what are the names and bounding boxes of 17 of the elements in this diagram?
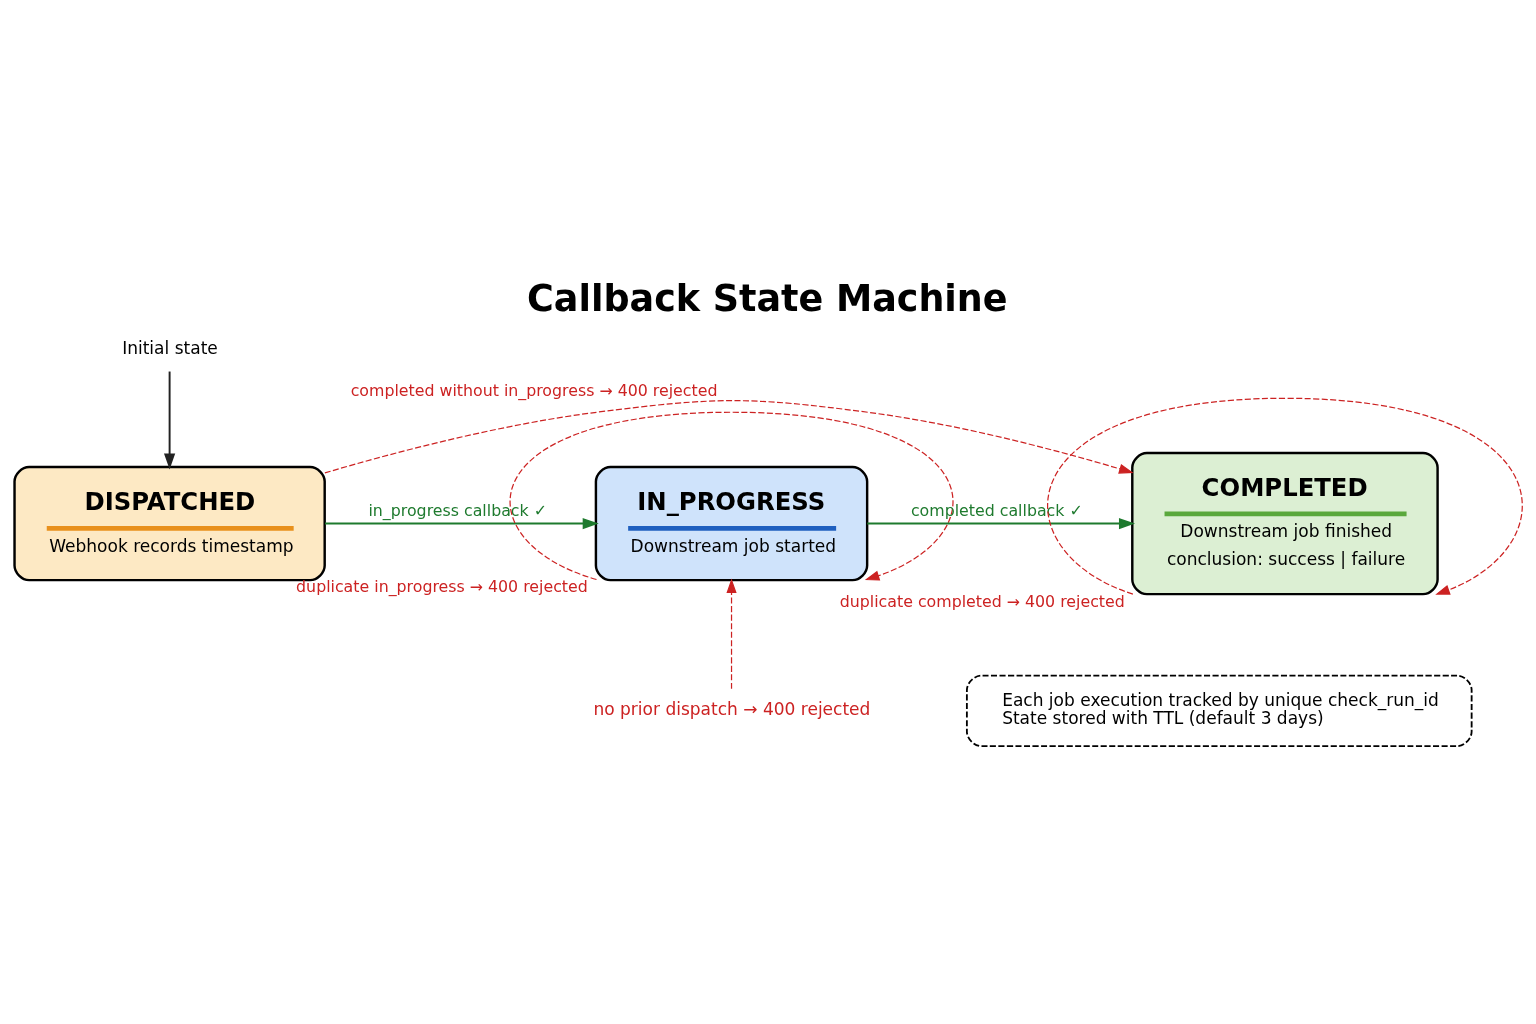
edge-label: completed callback ✓: [910, 500, 1083, 520]
node-box: COMPLETED Downstream job finished conclusion: success | failure: [1130, 451, 1439, 596]
edge-label: completed without in_progress → 400 rejected: [350, 381, 717, 401]
node-box: IN_PROGRESS Downstream job started: [594, 465, 868, 582]
diagram-title: Callback State Machine: [526, 276, 1008, 320]
edge-label: duplicate completed → 400 rejected: [839, 591, 1125, 611]
arrow: [323, 517, 599, 530]
node-text: Initial state: [121, 338, 218, 359]
arrow: [508, 411, 953, 581]
arrow: [725, 578, 737, 690]
arrow: [163, 370, 175, 470]
node-text: no prior dispatch → 400 rejected: [592, 699, 870, 720]
arrow: [323, 400, 1134, 474]
edge-label: in_progress callback ✓: [367, 500, 547, 520]
node-box: Each job execution tracked by unique check_run_id State stored with TTL (default 3 days): [965, 674, 1473, 748]
arrow: [1046, 397, 1522, 595]
arrow: [865, 517, 1135, 530]
